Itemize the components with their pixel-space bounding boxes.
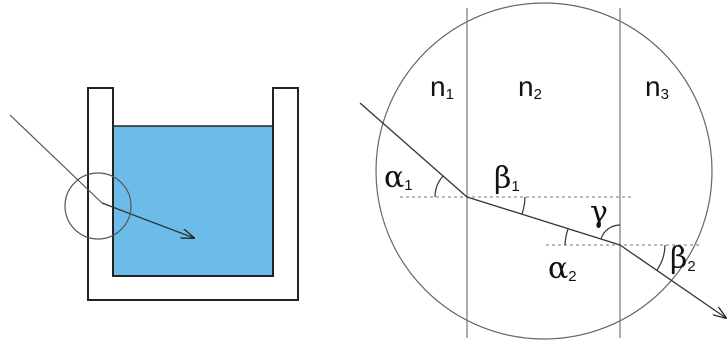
tank-outline [87, 87, 299, 301]
water [114, 126, 272, 276]
detail-circle [375, 2, 713, 340]
arc-beta1 [521, 196, 526, 215]
label-n3: n3 [645, 71, 669, 103]
label-n2: n2 [518, 71, 542, 103]
tank-diagram [9, 87, 299, 301]
arc-gamma [600, 224, 621, 240]
incident-ray [359, 102, 468, 198]
arc-alpha2 [564, 228, 569, 246]
label-beta2: β2 [670, 241, 696, 276]
label-gamma: γ [590, 195, 608, 230]
arc-beta2 [656, 244, 666, 271]
incident-ray-left [9, 114, 103, 204]
refracted-ray-left [101, 202, 194, 238]
ray-in-medium-2 [466, 196, 621, 246]
label-beta1: β1 [494, 161, 520, 196]
refraction-detail: n1 n2 n3 α1 β1 γ α2 β2 [359, 2, 726, 340]
magnifier-circle [64, 172, 132, 240]
emergent-ray [619, 244, 726, 318]
arc-alpha1 [434, 175, 444, 198]
label-alpha2: α2 [548, 251, 577, 286]
label-alpha1: α1 [384, 160, 413, 195]
label-n1: n1 [430, 71, 454, 103]
